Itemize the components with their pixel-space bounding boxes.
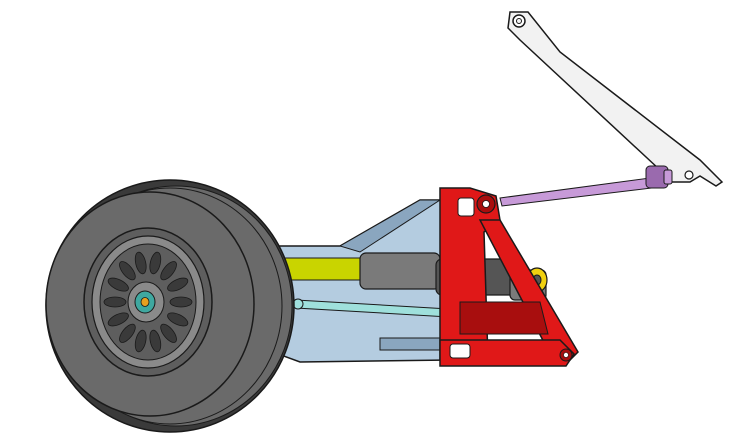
bracket-bottom-pivot-bore <box>563 352 569 358</box>
rim-spoke-slot <box>169 296 193 308</box>
rim-spoke-slot <box>167 277 189 292</box>
axle-core <box>140 297 150 307</box>
rim-spoke-slot <box>119 261 136 281</box>
bracket-bottom-hinge-pin <box>449 343 471 359</box>
wheel <box>45 179 295 433</box>
shock-cylinder-body <box>359 252 441 290</box>
swing-arm-lower-rib <box>379 337 449 351</box>
pushrod-shaft <box>499 177 653 207</box>
upper-lever-pivot-inner <box>516 18 522 24</box>
bracket-lower-mid-plate <box>459 301 549 335</box>
upper-lever <box>507 11 724 187</box>
rim-spoke-slot <box>160 323 177 343</box>
rim-spoke-slot <box>103 296 127 308</box>
pushrod <box>499 165 673 207</box>
bracket-top-pivot-bore <box>482 200 490 208</box>
rim-spoke-slot <box>134 251 147 275</box>
upper-lever-end-hole <box>684 170 694 180</box>
rim-spoke-slot <box>160 261 177 281</box>
rim-spoke-slot <box>149 329 162 353</box>
pushrod-end-cap <box>663 169 673 185</box>
rim-spoke-slot <box>134 329 147 353</box>
main-bracket <box>439 187 579 367</box>
rim-spoke-slot <box>107 277 129 292</box>
rim-spoke-slot <box>167 312 189 327</box>
bracket-top-hinge-pin <box>457 197 475 217</box>
upper-lever-plate <box>507 11 724 187</box>
rim-spoke-slot <box>107 312 129 327</box>
rim-spoke-slot <box>119 323 136 343</box>
rim-spokes <box>103 251 193 353</box>
rim-spoke-slot <box>149 251 162 275</box>
